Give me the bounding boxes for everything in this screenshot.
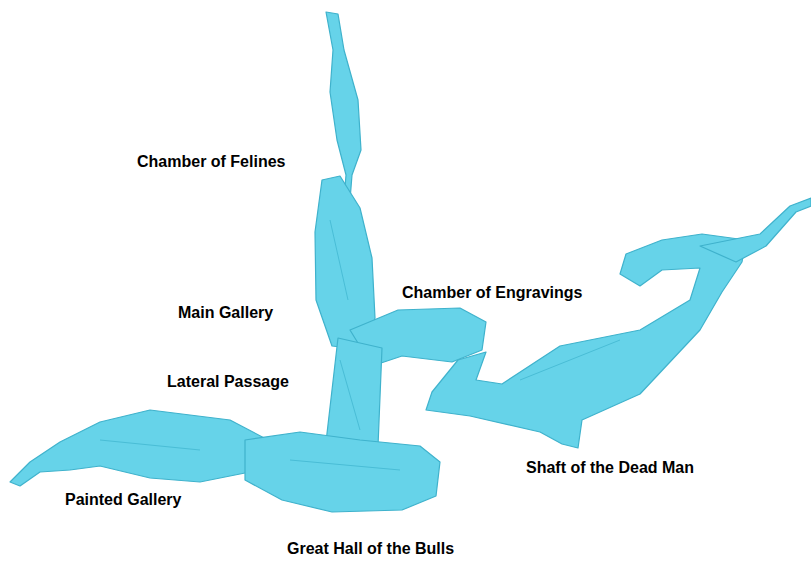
- area-label: Lateral Passage: [167, 373, 289, 391]
- painted-gallery-shape: [10, 410, 280, 486]
- area-label: Chamber of Engravings: [402, 284, 582, 302]
- area-label: Main Gallery: [178, 304, 273, 322]
- area-label: Shaft of the Dead Man: [526, 459, 694, 477]
- dead-man-shaft-shape: [426, 234, 746, 448]
- area-label: Chamber of Felines: [137, 153, 285, 171]
- great-hall-shape: [245, 432, 440, 512]
- shaft-tail-shape: [700, 198, 811, 262]
- area-label: Painted Gallery: [65, 491, 182, 509]
- area-label: Great Hall of the Bulls: [287, 540, 454, 558]
- lateral-passage-shape: [326, 338, 382, 446]
- felines-branch: [326, 12, 361, 200]
